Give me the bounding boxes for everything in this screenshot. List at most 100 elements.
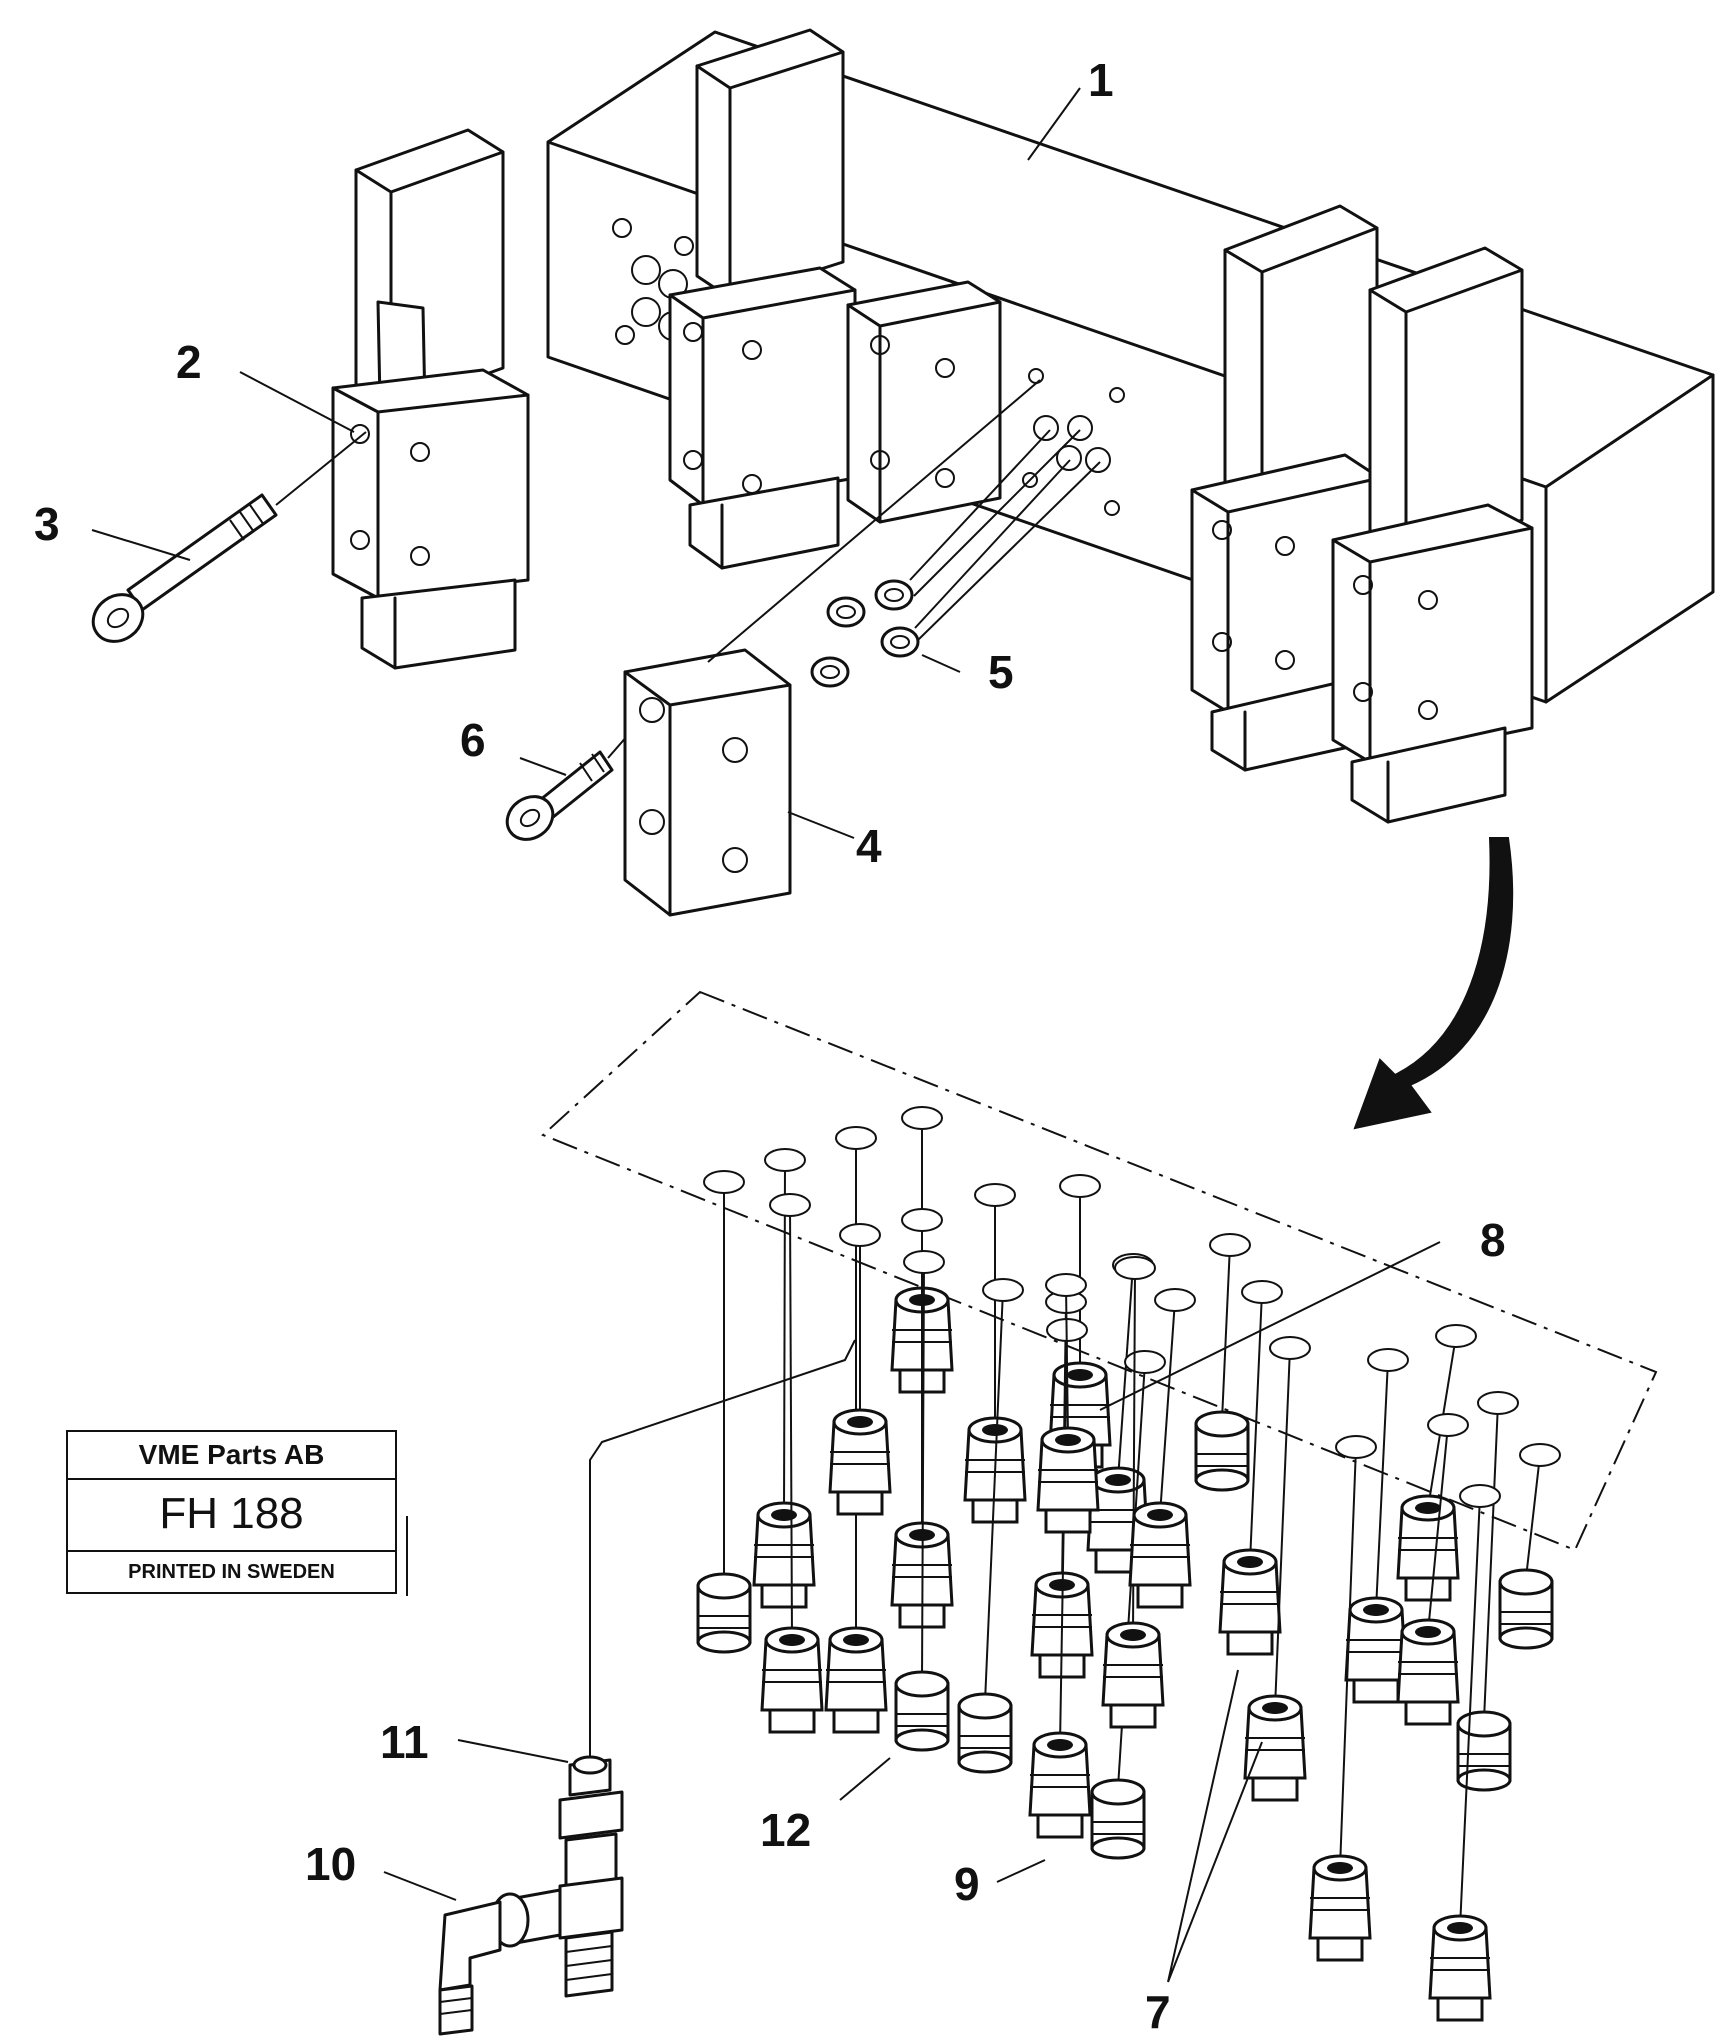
- check-valve-stem: [760, 1583, 808, 1609]
- port-hole: [1059, 1174, 1101, 1198]
- plug-top: [1456, 1710, 1512, 1738]
- port-hole: [764, 1148, 806, 1172]
- check-valve-stem: [1044, 1508, 1092, 1534]
- port-hole: [1519, 1443, 1561, 1467]
- solenoid-valve-right-a: [1190, 204, 1382, 772]
- check-valve-rings: [1050, 1404, 1110, 1418]
- check-valve-bore: [1047, 1739, 1073, 1751]
- dashed-plate-outline: [541, 990, 1658, 1552]
- cover-plate-mounted: [846, 280, 1002, 524]
- check-valve-bore: [1327, 1862, 1353, 1874]
- plug-bottom: [957, 1750, 1013, 1774]
- callout-labels: 1 2 3 4 5 6 7 8 9 10 11 12: [34, 54, 1506, 2038]
- check-valve-rings: [1038, 1469, 1098, 1483]
- check-valve-bore: [1363, 1604, 1389, 1616]
- port-hole: [1435, 1324, 1477, 1348]
- port-hole: [703, 1170, 745, 1194]
- port-leader-line: [1249, 1291, 1263, 1563]
- port-hole: [1459, 1484, 1501, 1508]
- o-rings: [810, 429, 1101, 688]
- check-valve-rings: [762, 1669, 822, 1683]
- port-leader-line: [789, 1204, 793, 1641]
- port-leader-line: [1483, 1402, 1499, 1721]
- callout-1: 1: [1088, 54, 1114, 106]
- check-valve-rings: [830, 1451, 890, 1465]
- check-valve-rings: [1245, 1737, 1305, 1751]
- check-valve-stem: [1226, 1630, 1274, 1656]
- plug-bottom: [1456, 1768, 1512, 1792]
- plug-rings: [959, 1735, 1011, 1749]
- check-valve-bore: [982, 1424, 1008, 1436]
- port-hole: [901, 1208, 943, 1232]
- check-valve-stem: [1404, 1576, 1452, 1602]
- check-valve-stem: [1251, 1776, 1299, 1802]
- solenoid-valve-center: [668, 28, 857, 570]
- check-valve-stem: [768, 1708, 816, 1734]
- port-hole: [1124, 1350, 1166, 1374]
- port-leader-line: [1274, 1347, 1291, 1709]
- port-leader-line: [1059, 1329, 1068, 1746]
- port-leader-line: [1427, 1424, 1449, 1633]
- plug-rings: [698, 1615, 750, 1629]
- check-valve-rings: [1398, 1661, 1458, 1675]
- port-leader-line: [984, 1289, 1004, 1703]
- check-valve-rings: [1398, 1537, 1458, 1551]
- check-valve-stem: [1404, 1700, 1452, 1726]
- port-hole: [1045, 1273, 1087, 1297]
- check-valve-bore: [1067, 1369, 1093, 1381]
- check-valve-rings: [1220, 1591, 1280, 1605]
- callout-9: 9: [954, 1858, 980, 1910]
- port-hole: [839, 1223, 881, 1247]
- solenoid-valve-left: [331, 128, 530, 670]
- port-hole: [1241, 1280, 1283, 1304]
- check-valve-bore: [843, 1634, 869, 1646]
- port-hole: [769, 1193, 811, 1217]
- callout-3: 3: [34, 498, 60, 550]
- check-valve-stem: [1036, 1813, 1084, 1839]
- check-valve-bore: [1447, 1922, 1473, 1934]
- port-hole: [903, 1250, 945, 1274]
- drawing-code: FH 188: [68, 1478, 395, 1552]
- check-valve-rings: [1346, 1639, 1406, 1653]
- check-valve-bore: [771, 1509, 797, 1521]
- plug-top: [894, 1670, 950, 1698]
- check-valve-fittings: [696, 1106, 1561, 2022]
- check-valve-bore: [1415, 1626, 1441, 1638]
- check-valve-rings: [1430, 1957, 1490, 1971]
- port-hole: [1269, 1336, 1311, 1360]
- port-leader-line: [783, 1159, 786, 1516]
- solenoid-valve-right-b: [1331, 246, 1534, 824]
- plug-bottom: [696, 1630, 752, 1654]
- port-leader-line: [1221, 1244, 1231, 1421]
- check-valve-bore: [847, 1416, 873, 1428]
- port-hole: [901, 1106, 943, 1130]
- port-hole: [1335, 1435, 1377, 1459]
- plug-rings: [1092, 1821, 1144, 1835]
- port-hole: [1154, 1288, 1196, 1312]
- check-valve-bore: [1237, 1556, 1263, 1568]
- check-valve-stem: [836, 1490, 884, 1516]
- callout-11: 11: [380, 1716, 429, 1768]
- port-leader-line: [1159, 1299, 1176, 1516]
- port-leader-line: [921, 1261, 925, 1681]
- plug-rings: [896, 1713, 948, 1727]
- check-valve-bore: [1147, 1509, 1173, 1521]
- callout-12: 12: [760, 1804, 811, 1856]
- callout-7: 7: [1145, 1986, 1171, 2038]
- screw-long: [91, 431, 367, 643]
- check-valve-bore: [1262, 1702, 1288, 1714]
- check-valve-rings: [1103, 1664, 1163, 1678]
- callout-5: 5: [988, 646, 1014, 698]
- printed-in: PRINTED IN SWEDEN: [128, 1561, 335, 1583]
- check-valve-bore: [1415, 1502, 1441, 1514]
- screw-short: [505, 711, 649, 841]
- check-valve-stem: [832, 1708, 880, 1734]
- check-valve-rings: [1030, 1774, 1090, 1788]
- title-block: VME Parts AB FH 188 PRINTED IN SWEDEN: [66, 1430, 397, 1594]
- tee-fitting-assembly: [438, 1339, 856, 2036]
- port-hole: [835, 1126, 877, 1150]
- check-valve-stem: [1136, 1583, 1184, 1609]
- plug-top: [1498, 1568, 1554, 1596]
- port-hole: [1427, 1413, 1469, 1437]
- port-hole: [1114, 1256, 1156, 1280]
